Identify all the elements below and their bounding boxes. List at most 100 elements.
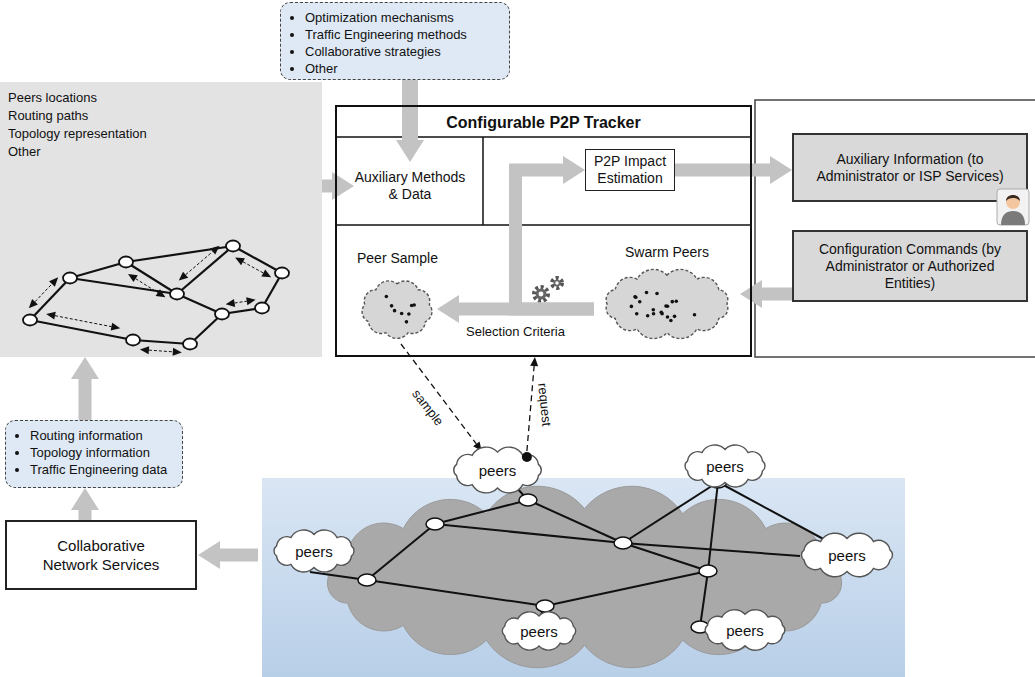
peer-dot: [638, 300, 642, 304]
node-label: Swarm Peers: [594, 244, 740, 260]
topology-link: [70, 278, 177, 294]
node-label: peers: [726, 622, 764, 639]
bullet-item: Traffic Engineering data: [30, 461, 174, 478]
gear-icon: [554, 280, 561, 287]
network-link: [623, 543, 800, 556]
cloud-shape: [594, 264, 740, 344]
network-link: [367, 524, 435, 580]
bullet-item: Topology information: [30, 444, 174, 461]
flow-arrow: [79, 379, 92, 420]
gear-icon: [552, 278, 562, 288]
divider: [335, 224, 752, 226]
peer-dot: [652, 312, 656, 316]
network-link: [367, 580, 545, 606]
network-link: [623, 482, 718, 543]
strategy-list: Optimization mechanismsTraffic Engineeri…: [280, 2, 510, 80]
flow-arrow: [516, 170, 595, 309]
cloud-outline: [606, 269, 728, 338]
path-arrow: [35, 284, 52, 302]
topology-graph: [0, 82, 322, 357]
cloud-outline: [685, 445, 765, 487]
topology-node: [119, 257, 133, 268]
router-node: [426, 518, 444, 530]
path-arrow: [243, 262, 263, 273]
path-arrow: [136, 279, 158, 293]
topology-panel: Peers locationsRouting pathsTopology rep…: [0, 82, 322, 357]
cloud-outline: [801, 533, 892, 577]
peer-dot: [385, 295, 389, 299]
path-arrow: [186, 252, 213, 275]
topology-node: [215, 309, 229, 320]
edge-label: request: [535, 380, 555, 429]
network-link: [545, 571, 708, 606]
peer-dot: [659, 310, 663, 314]
edge-label: Selection Criteria: [464, 324, 567, 339]
bullet-list: Routing informationTopology informationT…: [14, 427, 174, 478]
topology-link: [233, 246, 282, 273]
topology-link: [30, 278, 70, 320]
node-label: peers: [295, 543, 333, 560]
topology-link: [126, 262, 177, 294]
peer-dot: [674, 299, 678, 303]
info-item: Topology representation: [8, 125, 314, 143]
cloud-outline: [454, 447, 542, 493]
gear-icon: [539, 292, 544, 297]
flow-arrow: [322, 180, 332, 193]
path-arrow: [55, 316, 111, 327]
flow-arrow: [220, 549, 258, 562]
request-dot: [522, 452, 532, 462]
peer-sample-cloud: Peer Sample: [357, 250, 437, 344]
icon-head: [1006, 195, 1020, 209]
bullet-item: Optimization mechanisms: [305, 9, 501, 26]
peer-dot: [646, 314, 650, 318]
topology-link: [133, 340, 190, 344]
router-node: [699, 565, 717, 577]
peer-dot: [669, 319, 673, 323]
node-label: Auxiliary Information (to Administrator …: [804, 151, 1016, 185]
path-arrow: [149, 350, 173, 352]
edge-label: sample: [408, 385, 448, 430]
peer-dot: [633, 295, 637, 299]
admin-panel: [755, 100, 1035, 357]
cloud-outline: [362, 281, 432, 338]
icon-body: [1001, 211, 1025, 225]
node-label: peers: [706, 458, 744, 475]
peer-dot: [393, 309, 397, 313]
service-box: Collaborative Network Services: [5, 520, 197, 590]
flow-arrow: [402, 80, 418, 140]
flow-arrow: [79, 510, 92, 520]
node-label: peers: [479, 462, 517, 479]
topology-node: [275, 268, 289, 279]
peers-cloud: peers: [697, 608, 793, 652]
network-data-list: Routing informationTopology informationT…: [5, 420, 183, 488]
cloud-outline: [274, 530, 354, 572]
cloud-outline: [705, 610, 785, 650]
node-label: Peer Sample: [357, 250, 437, 266]
peer-dot: [651, 308, 655, 312]
network-link: [435, 524, 623, 543]
network-link: [700, 571, 708, 627]
node-label: Auxiliary Methods & Data: [354, 169, 466, 203]
peer-dot: [673, 315, 677, 319]
peer-dot: [407, 312, 411, 316]
flow-arrow: [675, 164, 770, 177]
node-label: peers: [520, 623, 558, 640]
info-box: Auxiliary Information (to Administrator …: [792, 133, 1028, 202]
node-label: peers: [828, 547, 866, 564]
topology-node: [255, 303, 269, 314]
swarm-cloud: Swarm Peers: [594, 244, 740, 344]
flow-arrow: [762, 288, 792, 301]
command-box: Configuration Commands (by Administrator…: [792, 230, 1028, 302]
bullet-item: Routing information: [30, 427, 174, 444]
peer-dot: [405, 320, 409, 324]
icon-frame: [997, 189, 1029, 225]
gear-icon: [534, 287, 548, 301]
icon-hair: [1006, 195, 1020, 201]
info-item: Peers locations: [8, 89, 314, 107]
topology-node: [183, 339, 197, 350]
peer-dot: [630, 305, 634, 309]
bullet-item: Traffic Engineering methods: [305, 26, 501, 43]
network-link: [718, 482, 840, 548]
router-node: [519, 494, 537, 506]
